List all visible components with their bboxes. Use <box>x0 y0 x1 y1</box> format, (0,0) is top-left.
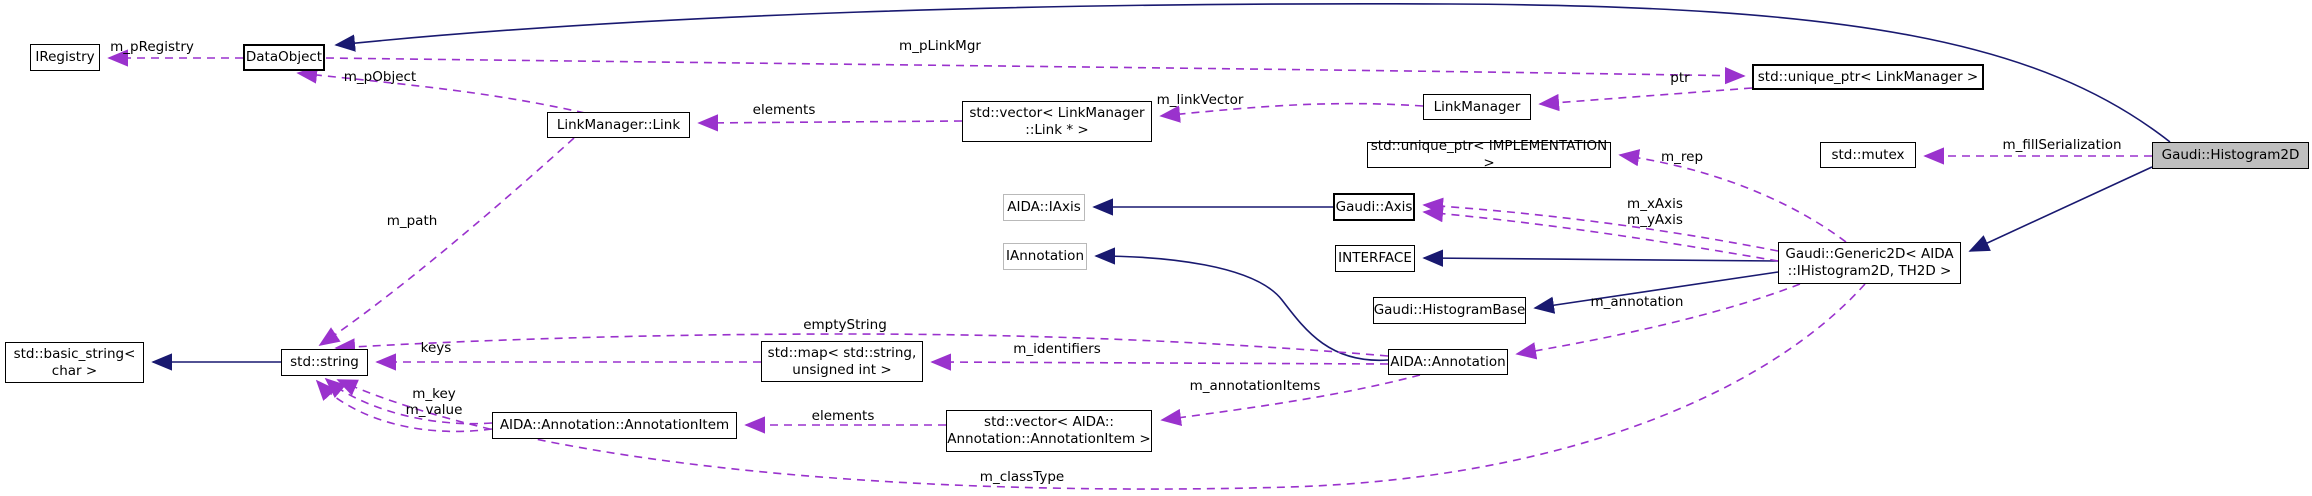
edge-generic2d-histogrambase <box>1533 271 1779 314</box>
node-iregistry[interactable]: IRegistry <box>30 44 100 71</box>
edge-generic2d-string-classtype <box>336 283 1866 490</box>
node-interface[interactable]: INTERFACE <box>1335 245 1415 272</box>
edge-generic2d-interface <box>1422 249 1779 267</box>
node-unique-ptr-linkmanager[interactable]: std::unique_ptr< LinkManager > <box>1752 64 1984 90</box>
edge-histogram2d-dataobject <box>334 2 2171 143</box>
edge-dataobject-uptrlinkmanager <box>325 57 1746 85</box>
node-vector-annotation-item[interactable]: std::vector< AIDA:: Annotation::Annotati… <box>946 410 1152 452</box>
node-std-string[interactable]: std::string <box>281 349 368 376</box>
node-std-basic-string[interactable]: std::basic_string< char > <box>5 342 144 383</box>
node-iannotation[interactable]: IAnnotation <box>1003 243 1087 270</box>
edge-annotation-map <box>930 353 1389 371</box>
edge-linkmanager-vectorlink <box>1159 102 1424 123</box>
edge-uptrlinkmanager-linkmanager <box>1538 87 1753 112</box>
node-std-map[interactable]: std::map< std::string, unsigned int > <box>761 341 923 382</box>
edge-link-dataobject <box>296 66 586 114</box>
edge-generic2d-annotation <box>1515 283 1801 360</box>
node-std-mutex[interactable]: std::mutex <box>1820 142 1916 168</box>
edge-link-string-path <box>318 137 575 346</box>
node-linkmanager[interactable]: LinkManager <box>1423 94 1531 120</box>
node-gaudi-histogram2d[interactable]: Gaudi::Histogram2D <box>2152 142 2309 169</box>
node-linkmanager-link[interactable]: LinkManager::Link <box>547 112 690 138</box>
edge-generic2d-axis-x <box>1422 197 1779 252</box>
node-gaudi-generic2d[interactable]: Gaudi::Generic2D< AIDA ::IHistogram2D, T… <box>1778 242 1961 284</box>
node-aida-annotation[interactable]: AIDA::Annotation <box>1388 349 1508 375</box>
edge-vectorlink-link <box>697 114 963 132</box>
node-dataobject[interactable]: DataObject <box>243 44 325 71</box>
node-vector-linkmanager-link[interactable]: std::vector< LinkManager ::Link * > <box>962 101 1152 142</box>
node-annotation-item[interactable]: AIDA::Annotation::AnnotationItem <box>492 412 737 439</box>
edge-generic2d-axis-y <box>1422 205 1779 262</box>
edge-generic2d-uptrimplementation <box>1618 149 1847 243</box>
node-unique-ptr-implementation[interactable]: std::unique_ptr< IMPLEMENTATION > <box>1367 138 1611 171</box>
node-gaudi-histogrambase[interactable]: Gaudi::HistogramBase <box>1373 297 1526 324</box>
edge-histogram2d-generic2d <box>1968 166 2153 252</box>
node-aida-iaxis[interactable]: AIDA::IAxis <box>1003 194 1085 221</box>
edge-annotationitem-string-value <box>315 379 493 433</box>
node-gaudi-axis[interactable]: Gaudi::Axis <box>1333 193 1415 221</box>
edge-annotation-vectoritem <box>1160 374 1421 427</box>
edge-annotation-string-emptystring <box>334 333 1389 357</box>
